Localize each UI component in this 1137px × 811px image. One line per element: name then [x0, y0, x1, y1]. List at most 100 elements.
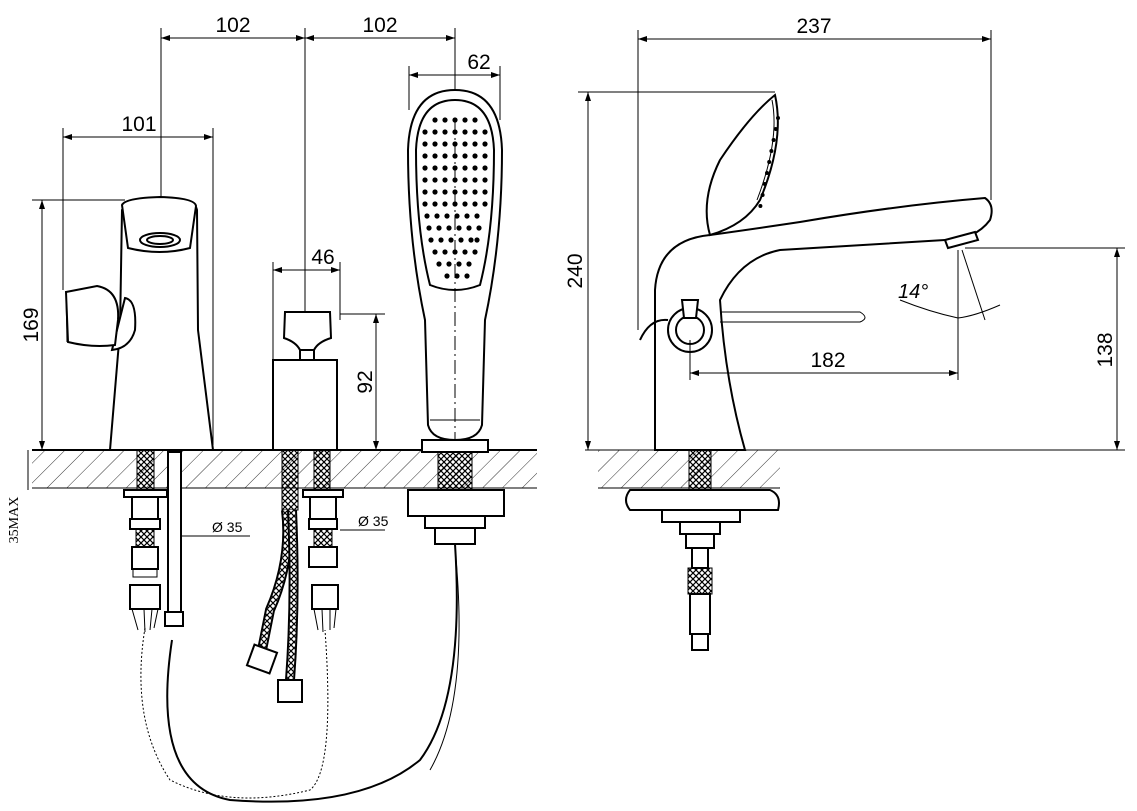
spray-hole	[442, 177, 448, 183]
dim-spout-angle: 14°	[898, 249, 1001, 380]
spray-hole	[472, 165, 478, 171]
dim-label-240: 240	[564, 253, 587, 288]
spray-hole	[472, 117, 478, 123]
spray-hole	[422, 177, 428, 183]
spray-hole	[476, 225, 482, 231]
dim-label-138: 138	[1094, 332, 1117, 367]
spray-hole	[482, 129, 488, 135]
spray-hole	[442, 129, 448, 135]
dim-label-46: 46	[311, 246, 334, 269]
spray-hole	[442, 141, 448, 147]
spray-hole	[454, 213, 460, 219]
spray-hole	[422, 165, 428, 171]
spray-hole	[472, 177, 478, 183]
spray-hole	[422, 201, 428, 207]
spray-hole	[422, 141, 428, 147]
spray-hole	[456, 225, 462, 231]
spray-hole	[482, 177, 488, 183]
side-spout-body	[639, 93, 993, 451]
spray-hole	[452, 129, 458, 135]
spray-hole	[432, 177, 438, 183]
spray-hole	[452, 201, 458, 207]
front-view: 102 102 62 101 169	[7, 14, 537, 803]
spray-hole	[462, 177, 468, 183]
spray-hole	[444, 213, 450, 219]
spray-hole	[442, 189, 448, 195]
spray-hole	[468, 237, 474, 243]
spray-hole	[426, 225, 432, 231]
spray-hole	[456, 261, 462, 267]
dim-label-182: 182	[810, 349, 845, 372]
spray-hole	[432, 249, 438, 255]
spray-hole	[482, 141, 488, 147]
side-spray-hole	[765, 171, 769, 175]
spray-hole	[482, 153, 488, 159]
dim-diverter-to-shower: 102	[305, 14, 456, 120]
diverter-valve: 46 92 Ø 35	[245, 246, 389, 703]
dim-label-62: 62	[467, 51, 490, 74]
spray-hole	[466, 225, 472, 231]
spray-hole	[482, 165, 488, 171]
side-spray-hole	[773, 127, 778, 131]
dim-side-length: 237	[637, 15, 992, 330]
spray-hole	[452, 153, 458, 159]
dim-mixer-height: 169	[20, 199, 125, 450]
side-spray-hole	[767, 160, 772, 164]
dim-label-169: 169	[20, 307, 43, 342]
spray-hole	[474, 237, 480, 243]
spray-hole	[436, 225, 442, 231]
spray-hole	[452, 165, 458, 171]
spray-hole	[462, 201, 468, 207]
spray-hole	[462, 189, 468, 195]
spray-hole	[442, 165, 448, 171]
shower-spray-holes	[422, 117, 488, 279]
spray-hole	[462, 249, 468, 255]
spray-hole	[472, 201, 478, 207]
spray-hole	[464, 273, 470, 279]
spray-hole	[442, 153, 448, 159]
dim-label-diverter-hole: Ø 35	[358, 513, 389, 529]
spray-hole	[442, 117, 448, 123]
spray-hole	[472, 153, 478, 159]
dim-label-101: 101	[121, 113, 156, 136]
mixer-body	[64, 195, 215, 451]
dim-label-mixer-hole: Ø 35	[212, 519, 243, 535]
side-underside-fittings	[625, 449, 780, 651]
spray-hole	[424, 213, 430, 219]
spray-hole	[482, 189, 488, 195]
side-view: 237 240 14°	[564, 15, 1125, 651]
spray-hole	[446, 225, 452, 231]
spray-hole	[438, 237, 444, 243]
spray-hole	[462, 117, 468, 123]
spray-hole	[462, 129, 468, 135]
dim-label-102a: 102	[215, 14, 250, 37]
hose-loop	[140, 627, 329, 799]
dim-spout-reach: 182	[689, 340, 958, 380]
spray-hole	[472, 249, 478, 255]
dim-label-92: 92	[354, 370, 377, 393]
side-spray-hole	[758, 204, 763, 208]
spray-hole	[452, 141, 458, 147]
spray-hole	[454, 273, 460, 279]
spray-hole	[452, 177, 458, 183]
spray-hole	[422, 153, 428, 159]
spray-hole	[452, 249, 458, 255]
spray-hole	[434, 213, 440, 219]
dim-label-35max: 35MAX	[7, 497, 22, 544]
spray-hole	[462, 141, 468, 147]
spray-hole	[462, 165, 468, 171]
spray-hole	[466, 261, 472, 267]
spray-hole	[474, 213, 480, 219]
spray-hole	[482, 201, 488, 207]
mixer-underside-fittings: Ø 35	[123, 449, 250, 633]
dim-label-14deg: 14°	[898, 281, 928, 303]
spray-hole	[444, 273, 450, 279]
spray-hole	[472, 141, 478, 147]
side-spray-hole	[762, 182, 767, 186]
dim-side-height: 240	[564, 91, 775, 450]
dim-label-102b: 102	[362, 14, 397, 37]
hand-shower	[166, 88, 505, 803]
spray-hole	[442, 249, 448, 255]
side-spray-hole	[769, 149, 774, 153]
